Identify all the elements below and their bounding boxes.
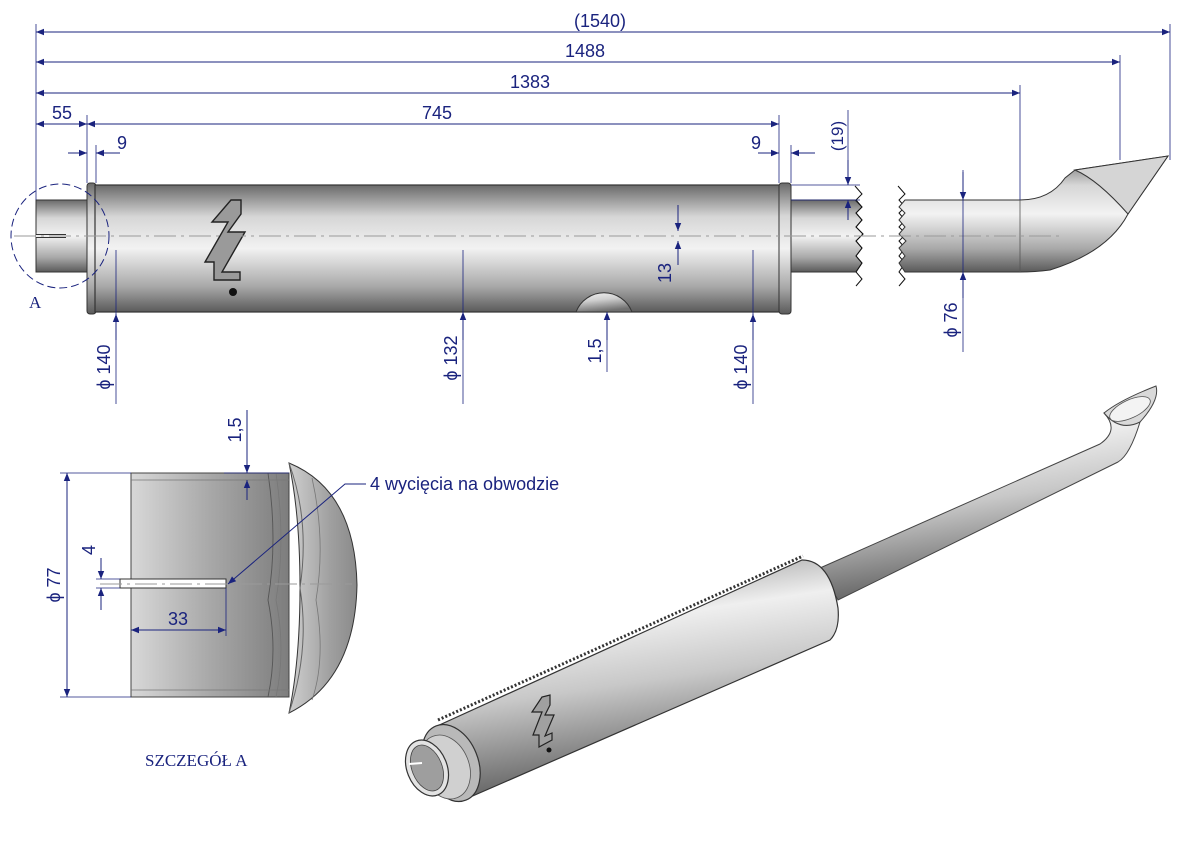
bottom-dome [575, 292, 633, 313]
iso-tail-pipe [819, 394, 1141, 601]
side-view: A [10, 155, 1170, 315]
dim-dia-body: ϕ 132 [441, 335, 461, 380]
logo-dot [229, 288, 237, 296]
dim-dia-flange-right: ϕ 140 [731, 344, 751, 389]
detail-slot-width: 4 [79, 545, 99, 555]
dim-to-bend: 1383 [510, 72, 550, 92]
detail-a: 1,5 4 wycięcia na obwodzie ϕ 77 4 33 SZC… [44, 410, 559, 770]
dim-body-len: 745 [422, 103, 452, 123]
dimensions: (1540) 1488 1383 55 745 9 9 (19) 13 ϕ 14… [35, 11, 1171, 404]
dim-slot-body: 13 [655, 263, 675, 283]
dim-pipe-offset: (19) [828, 121, 847, 151]
detail-marker: A [29, 293, 42, 312]
flange-right [778, 182, 792, 315]
dim-dia-pipe: ϕ 76 [941, 302, 961, 337]
dim-dia-flange-left: ϕ 140 [94, 344, 114, 389]
dim-overall-ref: (1540) [574, 11, 626, 31]
logo-mark [203, 199, 247, 281]
dim-flange-left: 9 [117, 133, 127, 153]
break-line-left [854, 185, 864, 287]
iso-logo [530, 694, 555, 749]
dim-flange-right: 9 [751, 133, 761, 153]
dim-inlet-len: 55 [52, 103, 72, 123]
detail-dia: ϕ 77 [44, 567, 64, 602]
detail-circle-a [10, 183, 110, 289]
detail-title: SZCZEGÓŁ A [145, 751, 248, 770]
detail-wall: 1,5 [225, 417, 245, 442]
detail-callout: 4 wycięcia na obwodzie [370, 474, 559, 494]
muffler-body [94, 184, 781, 313]
detail-slot-depth: 33 [168, 609, 188, 629]
dim-wall: 1,5 [585, 338, 605, 363]
dim-overall: 1488 [565, 41, 605, 61]
iso-body [434, 559, 839, 799]
isometric-view [404, 385, 1158, 803]
